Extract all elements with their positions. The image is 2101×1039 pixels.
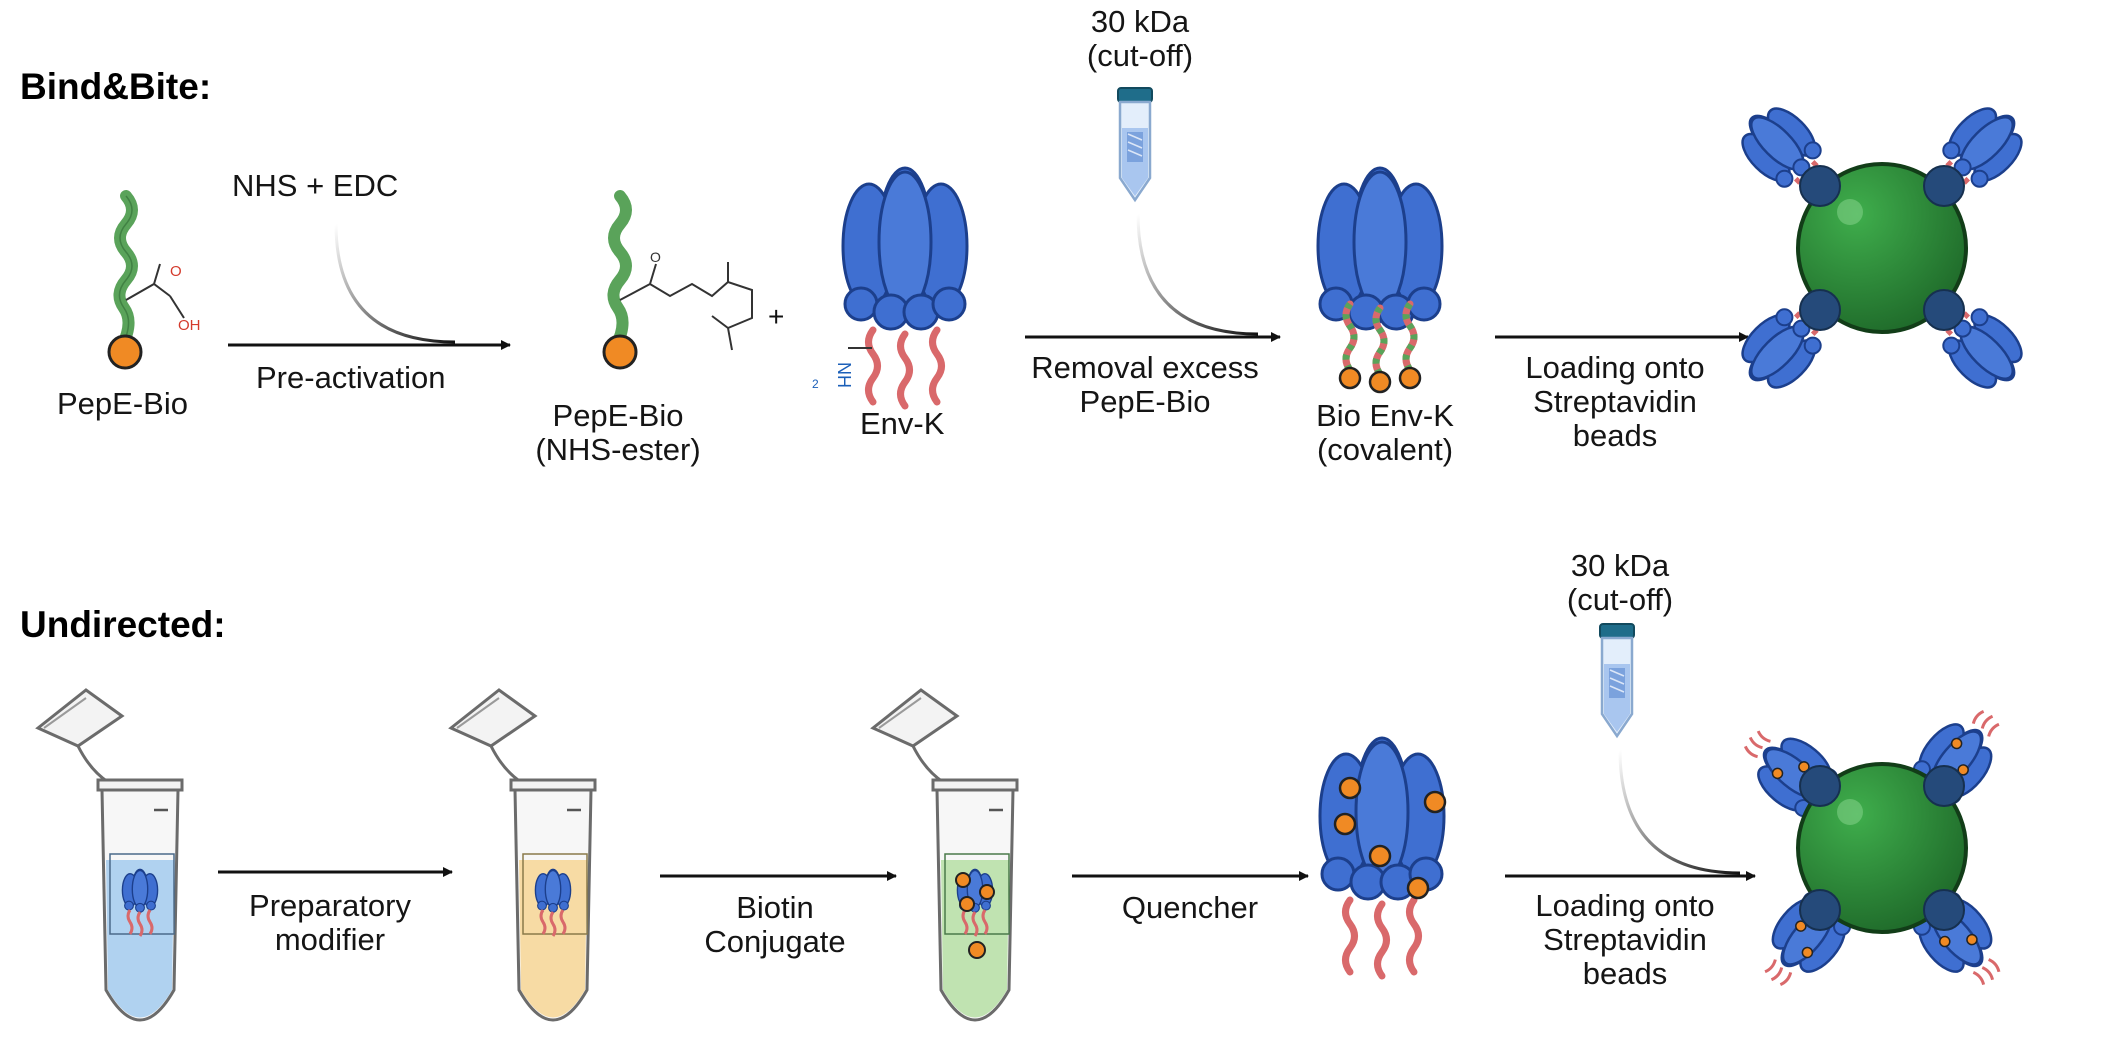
plus-sign: + bbox=[768, 301, 784, 332]
undirected-title: Undirected: bbox=[20, 604, 226, 645]
filter-tube-2 bbox=[1598, 622, 1636, 738]
acid-oxygen: O bbox=[170, 263, 182, 280]
pepe-bio-label: PepE-Bio bbox=[57, 386, 188, 421]
reagent-curve bbox=[334, 223, 456, 344]
streptavidin-bead-2 bbox=[1743, 709, 2006, 987]
tube-biotinylated bbox=[871, 688, 1019, 1022]
loading-label-2c: beads bbox=[1582, 956, 1668, 991]
pre-activation-label: Pre-activation bbox=[256, 360, 446, 395]
env-k-label: Env-K bbox=[860, 406, 945, 441]
nhs-ester-molecule: O bbox=[602, 190, 753, 370]
amine-subscript: 2 bbox=[812, 377, 819, 391]
filter-tube-1 bbox=[1116, 86, 1154, 202]
tube-preparatory bbox=[36, 688, 184, 1022]
removal-label-1: Removal excess bbox=[1031, 350, 1259, 385]
ester-oxygen: O bbox=[650, 249, 661, 265]
env-k-tails bbox=[869, 330, 942, 406]
undirected-env-trimer bbox=[1318, 736, 1447, 976]
preparatory-label-1: Preparatory bbox=[249, 888, 411, 923]
biotin-label-2: Conjugate bbox=[704, 924, 846, 959]
pepe-bio-molecule bbox=[107, 190, 185, 370]
loading-label-1a: Loading onto bbox=[1525, 350, 1705, 385]
amine-group: NH bbox=[834, 362, 854, 388]
reagent-label: NHS + EDC bbox=[232, 168, 399, 203]
bio-env-k-label-1: Bio Env-K bbox=[1316, 398, 1454, 433]
nhs-ester-label-2: (NHS-ester) bbox=[535, 432, 701, 467]
acid-hydroxyl: OH bbox=[178, 317, 201, 334]
preparatory-label-2: modifier bbox=[274, 922, 386, 957]
filter-curve-1 bbox=[1136, 213, 1259, 336]
loading-label-1b: Streptavidin bbox=[1533, 384, 1697, 419]
removal-label-2: PepE-Bio bbox=[1079, 384, 1211, 419]
loading-label-2a: Loading onto bbox=[1535, 888, 1715, 923]
quencher-label: Quencher bbox=[1121, 890, 1259, 925]
tube-modified bbox=[449, 688, 597, 1022]
loading-label-1c: beads bbox=[1572, 418, 1658, 453]
bind-bite-title: Bind&Bite: bbox=[20, 66, 212, 107]
streptavidin-bead-1 bbox=[1728, 94, 2036, 402]
biotin-label-1: Biotin bbox=[736, 890, 814, 925]
filter-size-2: 30 kDa bbox=[1570, 548, 1670, 583]
bio-env-k-label-2: (covalent) bbox=[1316, 432, 1454, 467]
filter-size-1: 30 kDa bbox=[1090, 4, 1190, 39]
env-k-trimer bbox=[841, 166, 969, 331]
loading-label-2b: Streptavidin bbox=[1543, 922, 1707, 957]
filter-curve-2 bbox=[1618, 749, 1741, 875]
filter-cutoff-1: (cut-off) bbox=[1086, 38, 1194, 73]
filter-cutoff-2: (cut-off) bbox=[1566, 582, 1674, 617]
nhs-ester-label-1: PepE-Bio bbox=[552, 398, 684, 433]
